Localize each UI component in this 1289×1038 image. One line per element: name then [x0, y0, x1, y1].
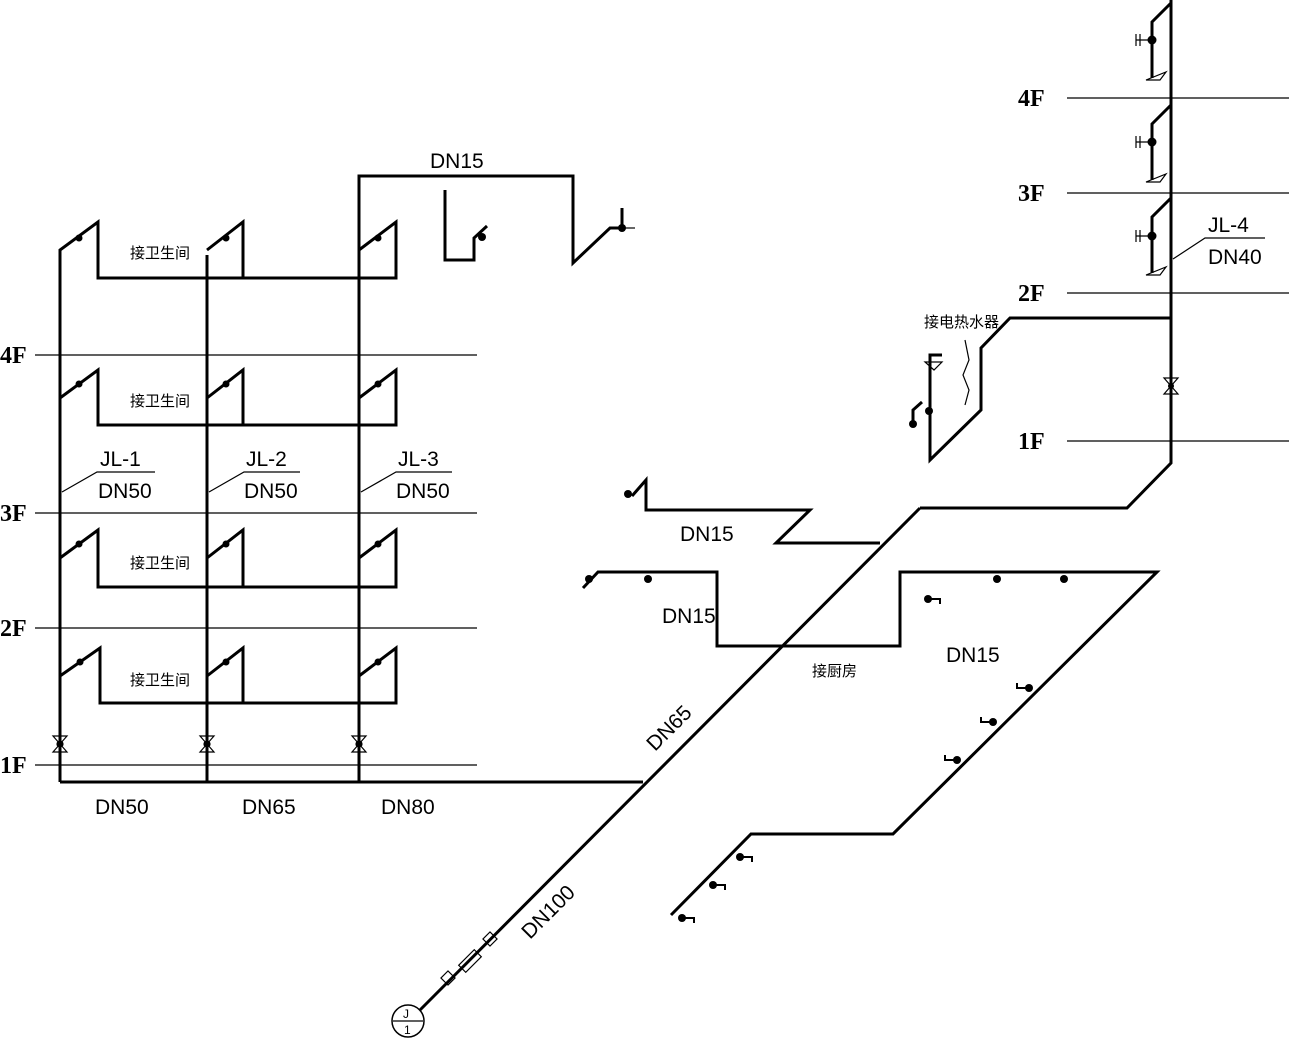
- water-heater-fixtures: [909, 339, 970, 428]
- riser-pipes: [58, 174, 624, 782]
- pipe-size-kitchen-loop: DN15: [946, 644, 1000, 667]
- riser-jl2-name: JL-2: [246, 448, 287, 471]
- pipe-size-diagonal-upper: DN65: [642, 701, 696, 755]
- riser-jl3-name: JL-3: [398, 448, 439, 471]
- main-pipes: [60, 0, 1173, 1012]
- floor-label-4f-left: 4F: [0, 343, 27, 369]
- bathroom-label-floor2: 接卫生间: [130, 554, 190, 572]
- bathroom-branches: [58, 218, 398, 705]
- kitchen-fixture-taps: [585, 490, 1068, 922]
- kitchen-branch-pipes: [581, 476, 1161, 917]
- water-inlet-symbol: [391, 1004, 425, 1038]
- riser-jl4-fixtures: [1135, 34, 1180, 395]
- floor-lines-right: [1067, 97, 1289, 442]
- riser-jl1-size: DN50: [98, 480, 152, 503]
- kitchen-tap-spouts: [682, 598, 1029, 923]
- floor-label-3f-right: 3F: [1018, 181, 1045, 207]
- kitchen-label: 接厨房: [812, 662, 857, 680]
- water-heater-label: 接电热水器: [924, 313, 999, 331]
- riser-jl4-branches: [928, 1, 1173, 464]
- floor-label-1f-left: 1F: [0, 753, 27, 779]
- riser-jl2-size: DN50: [244, 480, 298, 503]
- riser-jl3-size: DN50: [396, 480, 450, 503]
- pipe-size-diagonal-lower: DN100: [517, 881, 579, 943]
- riser-leaders: [61, 237, 1265, 493]
- floor-lines-left: [35, 354, 477, 766]
- floor-label-3f-left: 3F: [0, 501, 27, 527]
- bathroom-label-floor4: 接卫生间: [130, 244, 190, 262]
- pipe-size-main-seg3: DN80: [381, 796, 435, 819]
- floor-label-2f-left: 2F: [0, 616, 27, 642]
- riser-valves: [51, 735, 368, 753]
- floor-label-2f-right: 2F: [1018, 281, 1045, 307]
- pipe-size-kitchen-branch-a: DN15: [680, 523, 734, 546]
- bathroom-label-floor3: 接卫生间: [130, 392, 190, 410]
- floor-label-1f-right: 1F: [1018, 429, 1045, 455]
- pipe-size-main-seg2: DN65: [242, 796, 296, 819]
- pipe-size-main-seg1: DN50: [95, 796, 149, 819]
- floor-label-4f-right: 4F: [1018, 86, 1045, 112]
- riser-jl1-name: JL-1: [100, 448, 141, 471]
- riser-jl4-size: DN40: [1208, 246, 1262, 269]
- riser-jl4-name: JL-4: [1208, 214, 1249, 237]
- inlet-label-bottom: 1: [404, 1023, 411, 1037]
- inline-fittings: [440, 931, 498, 986]
- bathroom-label-floor1: 接卫生间: [130, 671, 190, 689]
- inlet-label-top: J: [403, 1007, 409, 1021]
- bathroom-fixture-markers: [75, 234, 382, 666]
- pipe-size-top-branch: DN15: [430, 150, 484, 173]
- pipe-size-kitchen-branch-b: DN15: [662, 605, 716, 628]
